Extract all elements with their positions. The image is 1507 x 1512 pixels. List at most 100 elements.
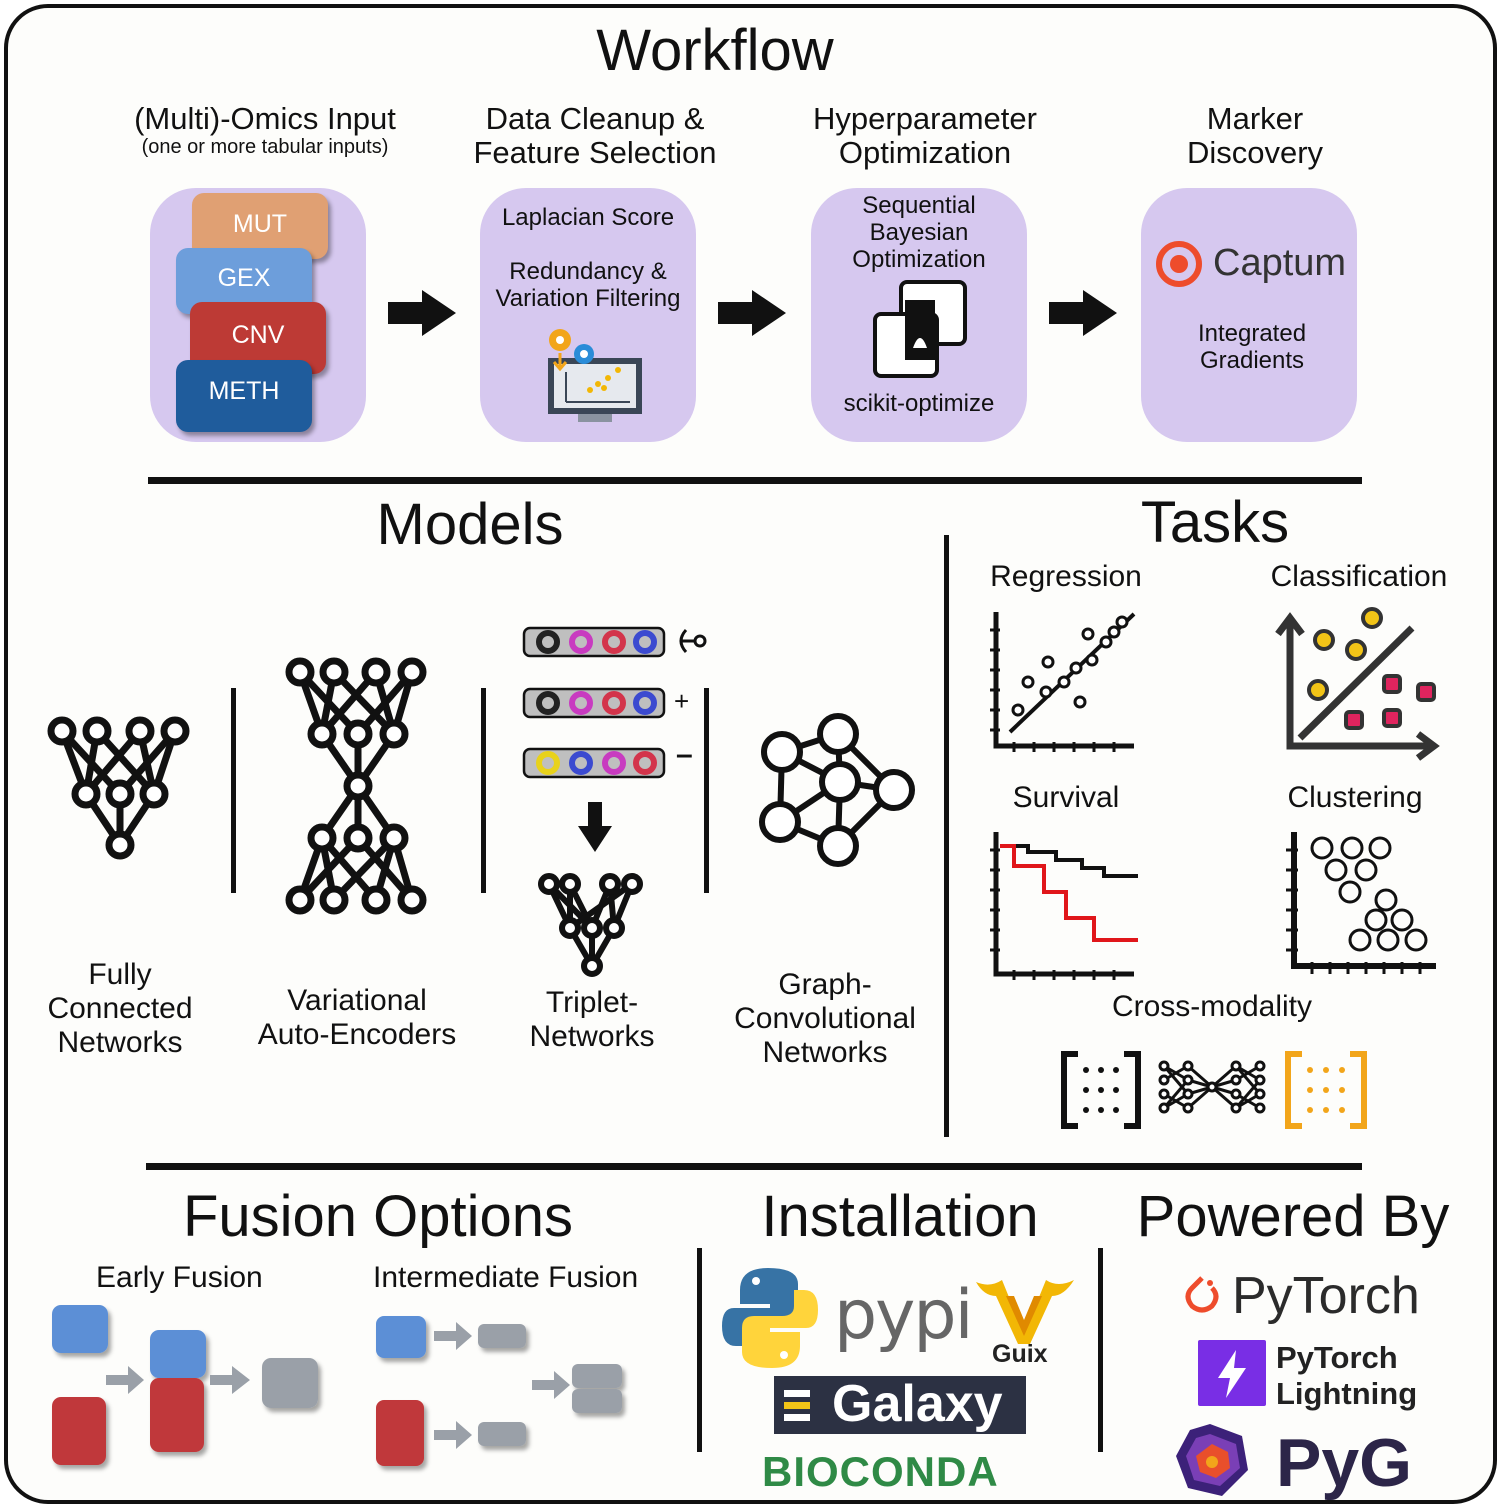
lightning-logo-text: PyTorch Lightning — [1276, 1340, 1417, 1412]
classification-plot-icon — [1275, 607, 1440, 761]
cross-modality-icon — [1061, 1051, 1367, 1129]
task-classification-label: Classification — [1270, 560, 1448, 593]
intermediate-fusion-label: Intermediate Fusion — [373, 1261, 639, 1294]
step-omics-title: (Multi)-Omics Input — [134, 101, 396, 136]
laplacian-score-label: Laplacian Score — [501, 204, 675, 231]
step-omics-subtitle: (one or more tabular inputs) — [141, 136, 389, 158]
regression-plot-icon — [990, 612, 1136, 752]
model-label-line: Connected — [47, 992, 193, 1025]
task-survival-label: Survival — [1012, 781, 1120, 814]
workflow-title: Workflow — [596, 18, 834, 83]
guix-logo-icon — [976, 1280, 1074, 1344]
python-logo-icon — [722, 1268, 818, 1368]
section-divider — [146, 1163, 1362, 1170]
pyg-logo-icon — [1176, 1424, 1248, 1496]
step-cleanup-title-line: Feature Selection — [473, 135, 717, 170]
hyperparam-card: Sequential Bayesian Optimization scikit-… — [811, 188, 1027, 442]
lightning-line: Lightning — [1276, 1376, 1418, 1411]
model-label-graph-conv: Graph- Convolutional Networks — [712, 968, 938, 1070]
bioconda-logo-text: BIOCONDA — [762, 1448, 999, 1495]
graph-convolutional-network-icon — [759, 713, 915, 867]
clustering-plot-icon — [1286, 832, 1436, 974]
step-marker-title: Marker Discovery — [1100, 102, 1410, 170]
card-line: Redundancy & — [509, 258, 667, 285]
card-line: Gradients — [1199, 347, 1305, 374]
redundancy-filter-label: Redundancy & Variation Filtering — [470, 258, 706, 312]
omics-input-card: MUT GEX CNV METH — [150, 188, 366, 442]
guix-logo-text: Guix — [992, 1340, 1048, 1368]
pytorch-logo-icon — [1185, 1276, 1219, 1313]
model-label-line: Fully — [88, 958, 152, 991]
model-label-line: Graph- — [778, 968, 872, 1001]
model-label-line: Variational — [287, 984, 427, 1017]
scikit-optimize-icon — [873, 280, 967, 378]
task-regression-label: Regression — [990, 560, 1142, 593]
step-cleanup-title: Data Cleanup & Feature Selection — [440, 102, 750, 170]
positive-sign: + — [674, 686, 690, 716]
marker-card: Captum Integrated Gradients — [1141, 188, 1357, 442]
intermediate-fusion-diagram — [376, 1316, 622, 1466]
model-label-line: Networks — [529, 1020, 655, 1053]
tasks-divider — [944, 535, 949, 1137]
card-line: Integrated — [1197, 320, 1307, 347]
step-omics-header: (Multi)-Omics Input (one or more tabular… — [110, 102, 420, 159]
survival-curve-icon — [990, 832, 1138, 980]
step-marker-title-line: Marker — [1206, 101, 1304, 136]
triplet-embedding-dots — [536, 630, 657, 775]
feature-selection-icon — [548, 329, 642, 422]
pypi-logo-text: pypi — [834, 1276, 973, 1355]
lightning-logo-icon — [1198, 1340, 1266, 1406]
model-label-vae: Variational Auto-Encoders — [230, 984, 484, 1052]
install-divider — [697, 1248, 702, 1452]
negative-sign: – — [676, 738, 693, 771]
model-label-line: Triplet- — [545, 986, 639, 1019]
task-cross-modality-label: Cross-modality — [1111, 990, 1313, 1023]
arrow-icon — [388, 290, 1117, 336]
fully-connected-network-icon — [47, 716, 190, 860]
fusion-arrow-icon — [106, 1322, 570, 1449]
sequential-bayesian-label: Sequential Bayesian Optimization — [811, 192, 1027, 273]
variational-autoencoder-icon — [285, 657, 427, 915]
pyg-logo-text: PyG — [1276, 1425, 1413, 1501]
lightning-line: PyTorch — [1276, 1340, 1398, 1375]
model-label-line: Auto-Encoders — [257, 1018, 457, 1051]
powered-by-title: Powered By — [1136, 1184, 1450, 1249]
card-line: Bayesian — [869, 219, 969, 246]
early-fusion-label: Early Fusion — [96, 1261, 263, 1294]
step-marker-title-line: Discovery — [1186, 135, 1324, 170]
card-line: Sequential — [862, 192, 976, 219]
integrated-gradients-label: Integrated Gradients — [1141, 320, 1363, 374]
models-title: Models — [376, 492, 564, 557]
section-divider — [148, 477, 1362, 484]
model-divider — [704, 688, 709, 893]
installation-title: Installation — [761, 1184, 1039, 1249]
down-arrow-icon — [578, 802, 612, 852]
model-divider — [481, 688, 486, 893]
pytorch-logo-text: PyTorch — [1232, 1267, 1420, 1325]
triplet-embedding-bars — [522, 626, 666, 779]
scikit-optimize-label: scikit-optimize — [843, 390, 995, 417]
card-line: Variation Filtering — [495, 285, 681, 312]
model-label-line: Convolutional — [734, 1002, 916, 1035]
model-divider — [231, 688, 236, 893]
powered-divider — [1098, 1248, 1103, 1452]
anchor-icon — [679, 628, 707, 654]
captum-logo-icon — [1156, 241, 1202, 287]
triplet-network-icon — [538, 873, 643, 977]
step-hyperparam-title-line: Optimization — [838, 135, 1012, 170]
step-hyperparam-title-line: Hyperparameter — [813, 101, 1037, 136]
model-label-line: Networks — [762, 1036, 888, 1069]
card-line: Optimization — [852, 246, 986, 273]
captum-logo-text: Captum — [1213, 242, 1347, 284]
galaxy-logo-icon — [774, 1376, 1026, 1434]
tasks-title: Tasks — [1140, 490, 1290, 555]
cleanup-card: Laplacian Score Redundancy & Variation F… — [480, 188, 696, 442]
model-label-fully-connected: Fully Connected Networks — [20, 958, 220, 1060]
step-cleanup-title-line: Data Cleanup & — [485, 101, 705, 136]
step-hyperparam-title: Hyperparameter Optimization — [770, 102, 1080, 170]
